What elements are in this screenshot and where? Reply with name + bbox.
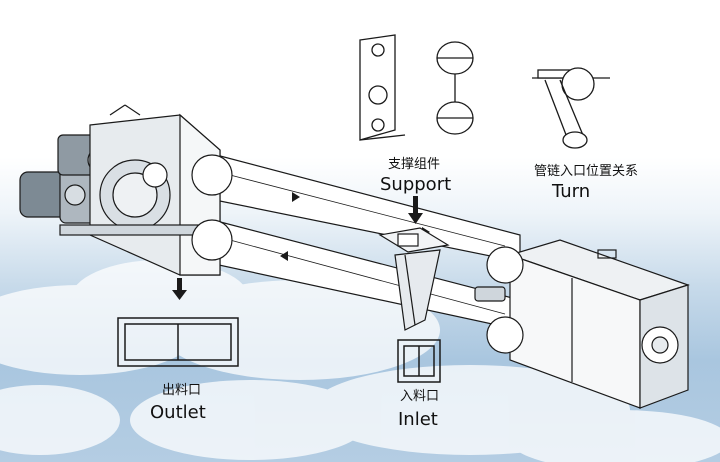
support-bracket-mid — [378, 227, 450, 331]
tail-housing — [474, 239, 690, 409]
inlet-detail-drawing — [397, 339, 441, 383]
turn-label-en: Turn — [552, 181, 591, 202]
support-detail-drawing — [359, 34, 474, 141]
support-label-cn: 支撑组件 — [388, 157, 441, 172]
cloud-background — [0, 260, 720, 462]
outlet-label-en: Outlet — [150, 402, 206, 423]
outlet-label-cn: 出料口 — [162, 383, 202, 398]
turn-detail-drawing — [532, 67, 610, 149]
outlet-detail-drawing — [117, 317, 239, 367]
drive-housing — [59, 104, 233, 276]
outlet-pointer-arrow — [172, 278, 187, 300]
turn-label-cn: 管链入口位置关系 — [534, 164, 639, 179]
inlet-label-cn: 入料口 — [400, 389, 440, 404]
support-label-en: Support — [380, 174, 452, 195]
inlet-label-en: Inlet — [398, 409, 438, 430]
support-pointer-arrow — [408, 196, 423, 224]
